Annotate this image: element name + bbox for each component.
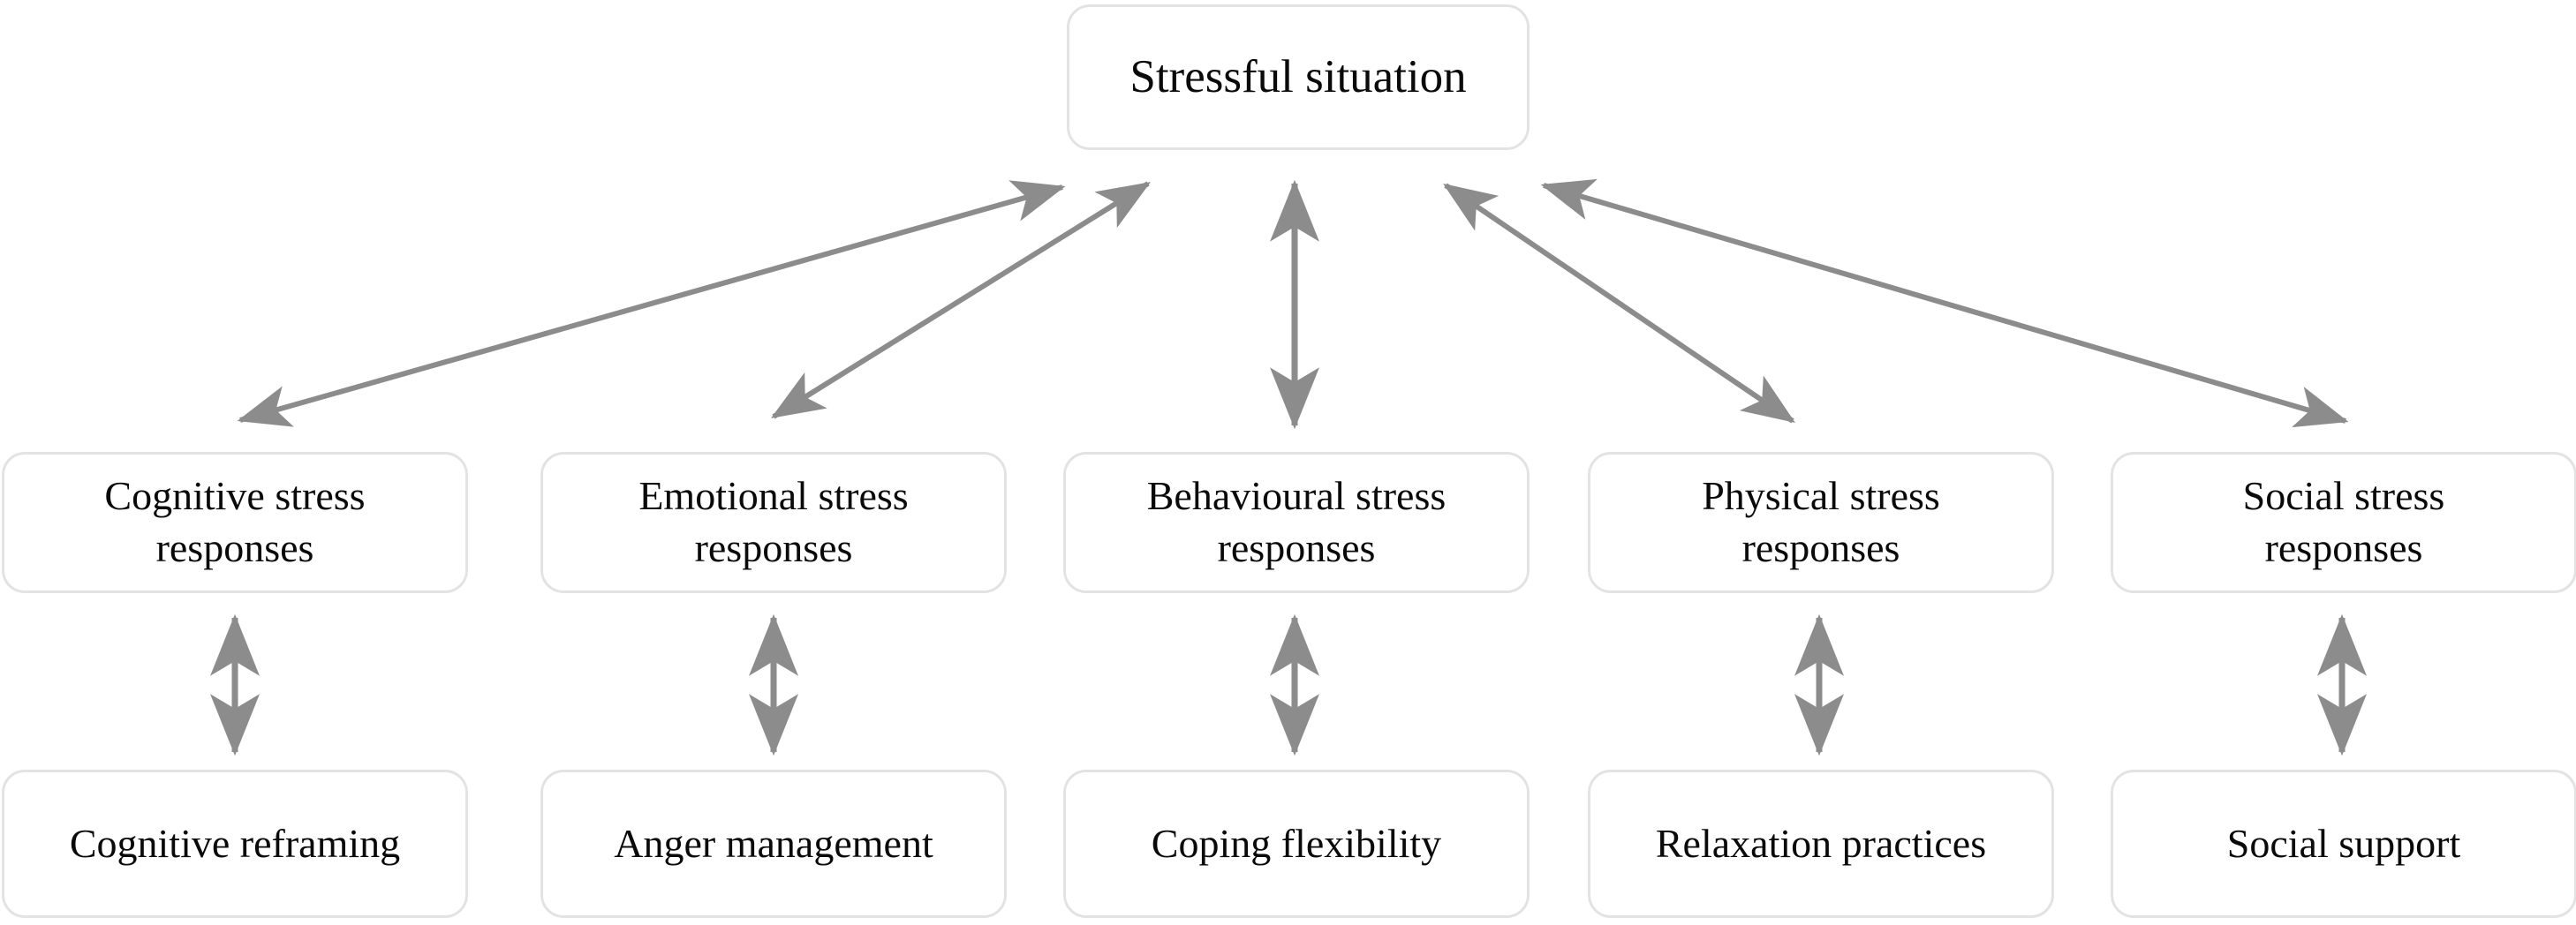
connector-root-physical: [1443, 183, 1795, 424]
node-behavioural-stress-responses[interactable]: Behavioural stress responses: [1063, 452, 1530, 593]
node-label: Stressful situation: [1129, 50, 1467, 102]
node-cognitive-stress-responses[interactable]: Cognitive stress responses: [2, 452, 468, 593]
node-relaxation-practices[interactable]: Relaxation practices: [1588, 770, 2054, 918]
node-cognitive-reframing[interactable]: Cognitive reframing: [2, 770, 468, 918]
node-label: Cognitive stress responses: [104, 473, 366, 570]
node-label: Social support: [2226, 820, 2461, 866]
node-label: Relaxation practices: [1655, 820, 1987, 866]
node-physical-stress-responses[interactable]: Physical stress responses: [1588, 452, 2054, 593]
node-label: Coping flexibility: [1151, 820, 1442, 866]
node-social-support[interactable]: Social support: [2111, 770, 2576, 918]
node-coping-flexibility[interactable]: Coping flexibility: [1063, 770, 1530, 918]
node-label: Anger management: [614, 820, 933, 866]
node-stressful-situation[interactable]: Stressful situation: [1067, 4, 1530, 150]
node-emotional-stress-responses[interactable]: Emotional stress responses: [540, 452, 1007, 593]
node-social-stress-responses[interactable]: Social stress responses: [2111, 452, 2576, 593]
connector-root-social: [1540, 178, 2349, 428]
connector-root-cognitive: [237, 180, 1066, 427]
node-anger-management[interactable]: Anger management: [540, 770, 1007, 918]
node-label: Emotional stress responses: [638, 473, 909, 570]
connector-root-emotional: [770, 181, 1152, 419]
node-label: Physical stress responses: [1702, 473, 1940, 570]
node-label: Behavioural stress responses: [1146, 473, 1447, 570]
node-label: Social stress responses: [2242, 473, 2445, 570]
node-label: Cognitive reframing: [69, 820, 401, 866]
